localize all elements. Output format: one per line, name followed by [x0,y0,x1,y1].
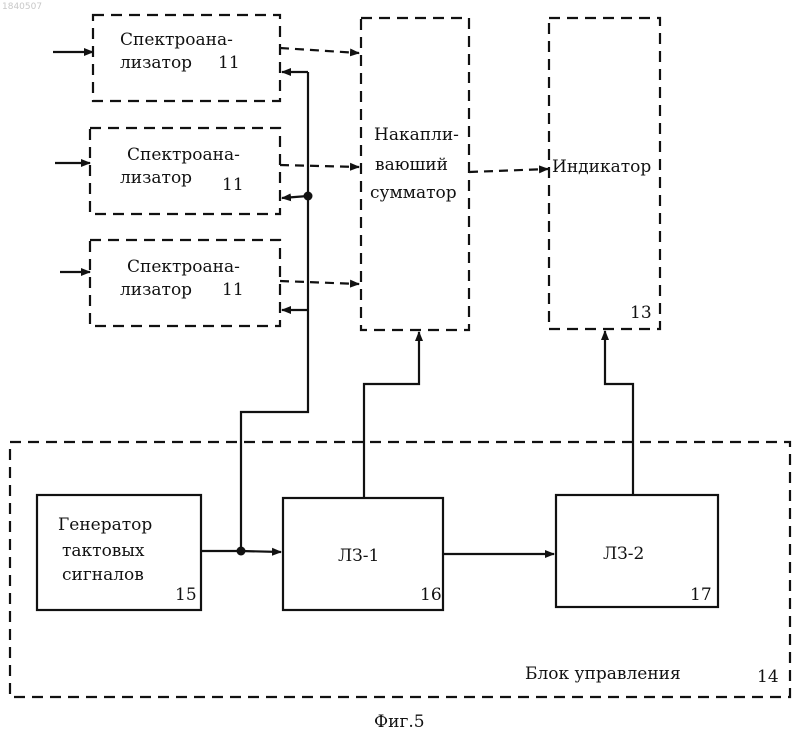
analyzer-2-label-line1: Спектроана- [127,145,240,165]
indicator-label: Индикатор [552,157,651,177]
signal-arrow-1 [280,48,359,53]
accumulator-label-line2: ваюший [375,155,448,175]
signal-arrow-3 [280,281,359,284]
delay-line-1-label: ЛЗ-1 [338,546,379,566]
delay-line-1-number: 16 [420,585,442,605]
generator-number: 15 [175,585,197,605]
generator-label-line1: Генератор [58,515,152,535]
delay-line-2-number: 17 [690,585,712,605]
analyzer-1-label-line2: лизатор [120,53,192,73]
analyzer-2-label-line2: лизатор [120,168,192,188]
accumulator-to-indicator-arrow [469,169,548,172]
generator-label-line3: сигналов [62,565,144,585]
analyzer-1-label-line1: Спектроана- [120,30,233,50]
control-unit-number: 14 [757,667,779,687]
generator-label-line2: тактовых [62,541,145,561]
delay2-to-indicator-line [605,331,633,495]
analyzer-1-number: 11 [218,53,240,73]
watermark-text: 1840507 [2,2,42,12]
junction-dot-generator [237,547,246,556]
analyzer-2-number: 11 [222,175,244,195]
analyzer-3-label-line1: Спектроана- [127,257,240,277]
signal-arrow-2 [280,165,359,167]
junction-dot-bus [304,192,313,201]
indicator-number: 13 [630,303,652,323]
accumulator-label-line1: Накапли- [374,125,459,145]
control-unit-label: Блок управления [525,664,681,684]
analyzer-3-label-line2: лизатор [120,280,192,300]
delay-line-2-label: ЛЗ-2 [603,544,644,564]
delay1-to-accumulator-line [364,332,419,498]
accumulator-label-line3: сумматор [370,183,457,203]
analyzer-3-number: 11 [222,280,244,300]
generator-to-delay1-arrow [241,551,281,552]
clock-bus-line [201,72,308,551]
figure-caption: Фиг.5 [374,712,425,732]
